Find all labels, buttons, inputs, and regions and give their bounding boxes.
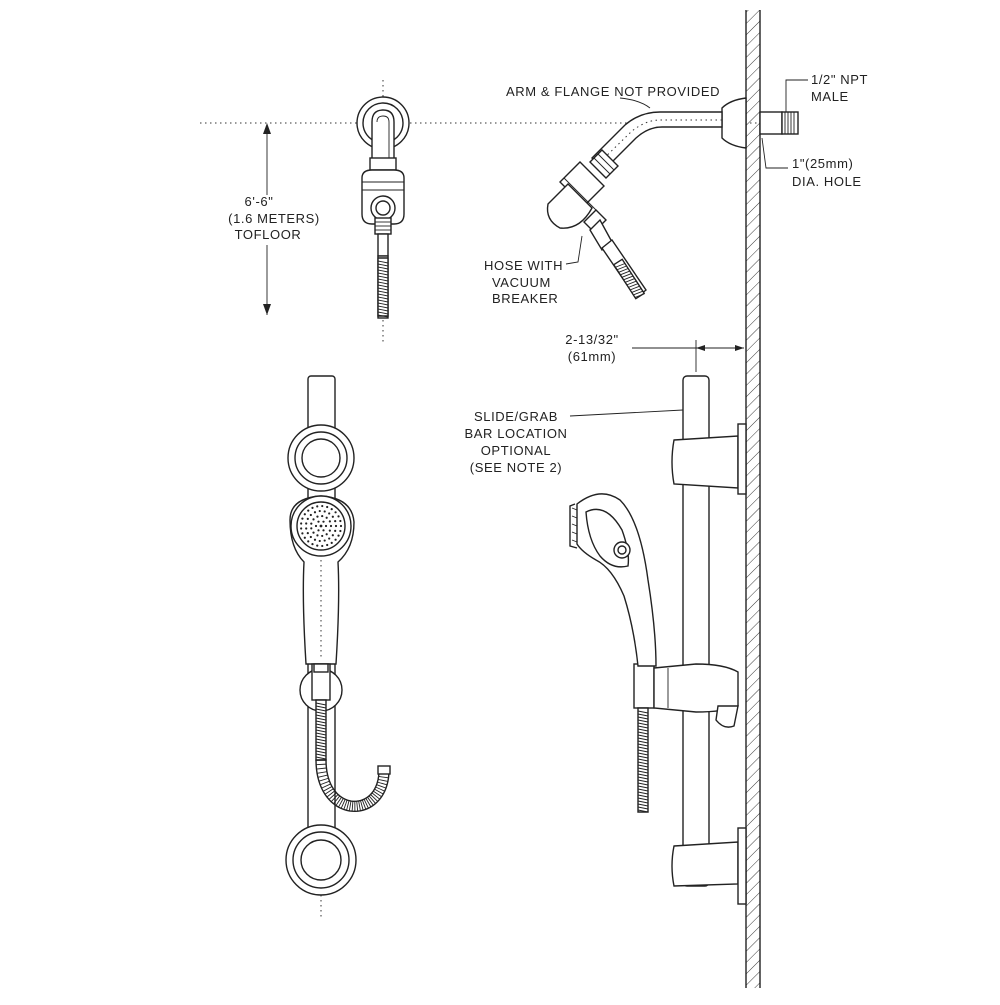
hose-label-line2: VACUUM xyxy=(492,275,551,290)
npt-leader xyxy=(786,80,808,112)
arm-flange-label: ARM & FLANGE NOT PROVIDED xyxy=(506,84,720,99)
npt-label-line2: MALE xyxy=(811,89,849,104)
slide-label-line2: BAR LOCATION xyxy=(464,426,567,441)
height-label-line2: (1.6 METERS) xyxy=(228,211,320,226)
offset-label-line1: 2-13/32" xyxy=(565,332,619,347)
hole-leader xyxy=(762,138,788,168)
arm-flange-leader xyxy=(620,98,650,108)
hose-label-line3: BREAKER xyxy=(492,291,558,306)
slide-label-line1: SLIDE/GRAB xyxy=(474,409,558,424)
hose-label-line1: HOSE WITH xyxy=(484,258,563,273)
slide-bar-front-view xyxy=(286,376,356,895)
hose-coil-side-bottom xyxy=(638,708,648,812)
wall-section xyxy=(746,10,760,988)
hose-coil-front-top xyxy=(378,258,388,317)
handshower-side-view xyxy=(570,494,656,666)
height-label-line3: TOFLOOR xyxy=(235,227,302,242)
height-label-line1: 6'-6" xyxy=(245,194,274,209)
slide-bar-leader xyxy=(570,410,683,416)
offset-label-line2: (61mm) xyxy=(568,349,616,364)
hose-leader xyxy=(566,236,582,264)
hole-label-line1: 1"(25mm) xyxy=(792,156,853,171)
hole-label-line2: DIA. HOLE xyxy=(792,174,862,189)
slide-label-line3: OPTIONAL xyxy=(481,443,552,458)
offset-dimension xyxy=(632,340,744,372)
slide-label-line4: (SEE NOTE 2) xyxy=(470,460,562,475)
npt-label-line1: 1/2" NPT xyxy=(811,72,868,87)
